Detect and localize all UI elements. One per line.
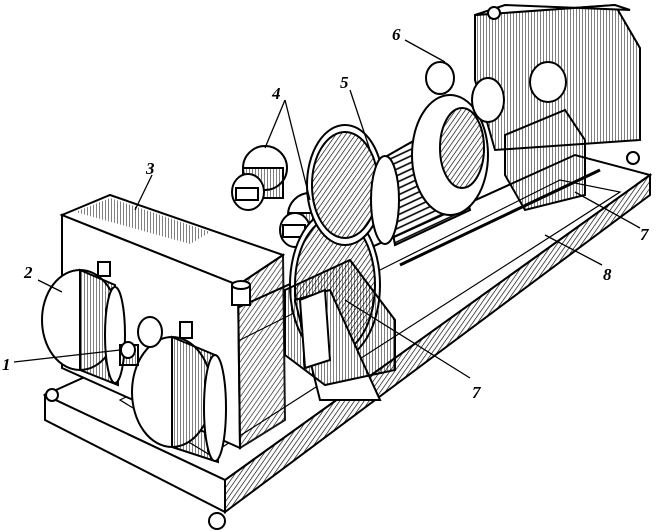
- callout-5: 5: [340, 73, 349, 92]
- callout-7-front: 7: [472, 383, 482, 402]
- callout-4: 4: [271, 84, 281, 103]
- callout-7-rear: 7: [640, 225, 650, 244]
- callout-8: 8: [603, 265, 612, 284]
- callout-2: 2: [23, 263, 33, 282]
- leader-lines: [13, 39, 641, 379]
- callout-3: 3: [145, 159, 155, 178]
- callout-labels: 1 2 3 4 5 6 7 7 8: [2, 25, 650, 402]
- main-shaft: [399, 168, 601, 267]
- drive-motor-rear: [41, 268, 126, 387]
- coupling: [119, 316, 163, 366]
- bearing-unit: [425, 61, 586, 212]
- rope-drum: [370, 94, 489, 247]
- gear-wheel-rear: [306, 124, 384, 246]
- brake-unit-left: [231, 145, 288, 211]
- front-bearing-unit: [284, 258, 396, 387]
- drive-motor-front: [131, 335, 227, 464]
- callout-1: 1: [2, 355, 11, 374]
- callout-6: 6: [392, 25, 401, 44]
